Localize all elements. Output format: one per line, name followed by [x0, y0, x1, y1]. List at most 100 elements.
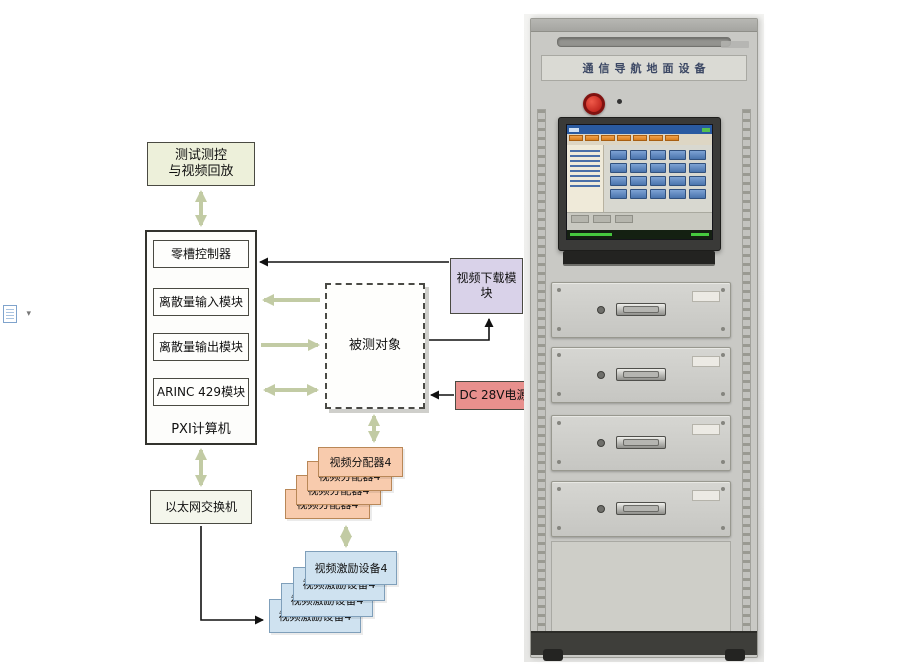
grid-button [629, 150, 647, 160]
rack-brand-logo [721, 41, 749, 48]
grid-button [689, 189, 706, 199]
toolbar-button [665, 135, 679, 141]
box-arinc429-module[interactable]: ARINC 429模块 [153, 378, 249, 406]
grid-button [669, 176, 687, 186]
rack-rail-right [742, 109, 751, 633]
screen-titlebar [567, 125, 712, 134]
rack-base [531, 631, 757, 661]
video-exciter-stack: 视频激励设备4 视频激励设备4视频激励设备4视频激励设备4 [269, 551, 399, 635]
keyboard-tray [563, 251, 715, 266]
screen-app-icon [569, 127, 579, 132]
screen-status-chip [702, 127, 710, 132]
screen-bottom-bar [567, 212, 712, 230]
toolbar-button [601, 135, 615, 141]
rack-drawer [551, 481, 731, 537]
grid-button [689, 150, 706, 160]
drawer-lock [597, 505, 605, 513]
chevron-down-icon[interactable]: ▾ [26, 309, 31, 319]
emergency-stop-button [583, 93, 605, 115]
drawer-handle [616, 436, 666, 449]
nav-list-item [570, 175, 600, 177]
drawer-nameplate [692, 356, 720, 367]
rack-drawer [551, 347, 731, 403]
word-margin-page-icon[interactable]: ▾ [3, 305, 31, 327]
power-indicator [617, 99, 622, 104]
nav-list-item [570, 170, 600, 172]
drawer-lock [597, 371, 605, 379]
toolbar-button [633, 135, 647, 141]
box-video-download-module[interactable]: 视频下载模块 [450, 258, 523, 314]
grid-button [649, 150, 667, 160]
box-discrete-output-module[interactable]: 离散量输出模块 [153, 333, 249, 361]
status-text-bar [570, 233, 612, 236]
grid-button [669, 163, 687, 173]
caster-wheel [543, 649, 563, 661]
grid-button [669, 150, 687, 160]
box-video-splitter[interactable]: 视频分配器4 [318, 447, 403, 477]
grid-button [649, 163, 667, 173]
box-discrete-input-module[interactable]: 离散量输入模块 [153, 288, 249, 316]
rack-monitor [558, 117, 721, 251]
equipment-rack: 通信导航地面设备 [530, 18, 758, 661]
nav-list-item [570, 155, 600, 157]
box-pxi-chassis[interactable]: 零槽控制器 离散量输入模块 离散量输出模块 ARINC 429模块 PXI计算机 [145, 230, 257, 445]
rack-drawers [551, 282, 731, 542]
grid-button [629, 189, 647, 199]
drawer-handle [616, 368, 666, 381]
drawer-nameplate [692, 291, 720, 302]
nav-list-item [570, 150, 600, 152]
rack-drawer [551, 415, 731, 471]
grid-button [610, 163, 627, 173]
rack-top-handle [557, 37, 731, 47]
caster-wheel [725, 649, 745, 661]
box-device-under-test[interactable]: 被测对象 [325, 283, 425, 409]
rack-title-plate: 通信导航地面设备 [541, 55, 747, 81]
nav-list-item [570, 160, 600, 162]
bottom-bar-button [571, 215, 589, 223]
label-pxi-computer: PXI计算机 [171, 422, 231, 437]
grid-button [689, 163, 706, 173]
grid-button [689, 176, 706, 186]
video-splitter-stack: 视频分配器4 视频分配器4视频分配器4视频分配器4 [285, 447, 407, 523]
screen-status-bar [567, 230, 712, 239]
drawer-lock [597, 306, 605, 314]
grid-button [610, 189, 627, 199]
toolbar-button [649, 135, 663, 141]
grid-button [629, 176, 647, 186]
grid-button [649, 189, 667, 199]
screen-toolbar [567, 134, 712, 145]
nav-list-item [570, 185, 600, 187]
page-icon [3, 305, 17, 323]
toolbar-button [585, 135, 599, 141]
grid-button [629, 163, 647, 173]
bottom-bar-button [593, 215, 611, 223]
nav-list-item [570, 180, 600, 182]
drawer-nameplate [692, 424, 720, 435]
screen-nav-list [567, 145, 604, 212]
box-ethernet-switch[interactable]: 以太网交换机 [150, 490, 252, 524]
drawer-lock [597, 439, 605, 447]
box-test-control-playback[interactable]: 测试测控 与视频回放 [147, 142, 255, 186]
screen-body [567, 145, 712, 212]
toolbar-button [569, 135, 583, 141]
box-zero-slot-controller[interactable]: 零槽控制器 [153, 240, 249, 268]
status-text-bar [691, 233, 709, 236]
nav-list-item [570, 165, 600, 167]
box-dc-28v-power[interactable]: DC 28V电源 [455, 381, 533, 410]
grid-button [669, 189, 687, 199]
rack-drawer [551, 282, 731, 338]
rack-top-strip [531, 19, 757, 32]
blank-panel [551, 541, 731, 635]
drawer-nameplate [692, 490, 720, 501]
toolbar-button [617, 135, 631, 141]
rack-photo: 通信导航地面设备 [524, 14, 764, 662]
grid-button [610, 150, 627, 160]
box-video-exciter[interactable]: 视频激励设备4 [305, 551, 397, 585]
drawer-handle [616, 303, 666, 316]
bottom-bar-button [615, 215, 633, 223]
rack-rail-left [537, 109, 546, 633]
grid-button [610, 176, 627, 186]
rack-title-text: 通信导航地面设备 [582, 62, 711, 75]
